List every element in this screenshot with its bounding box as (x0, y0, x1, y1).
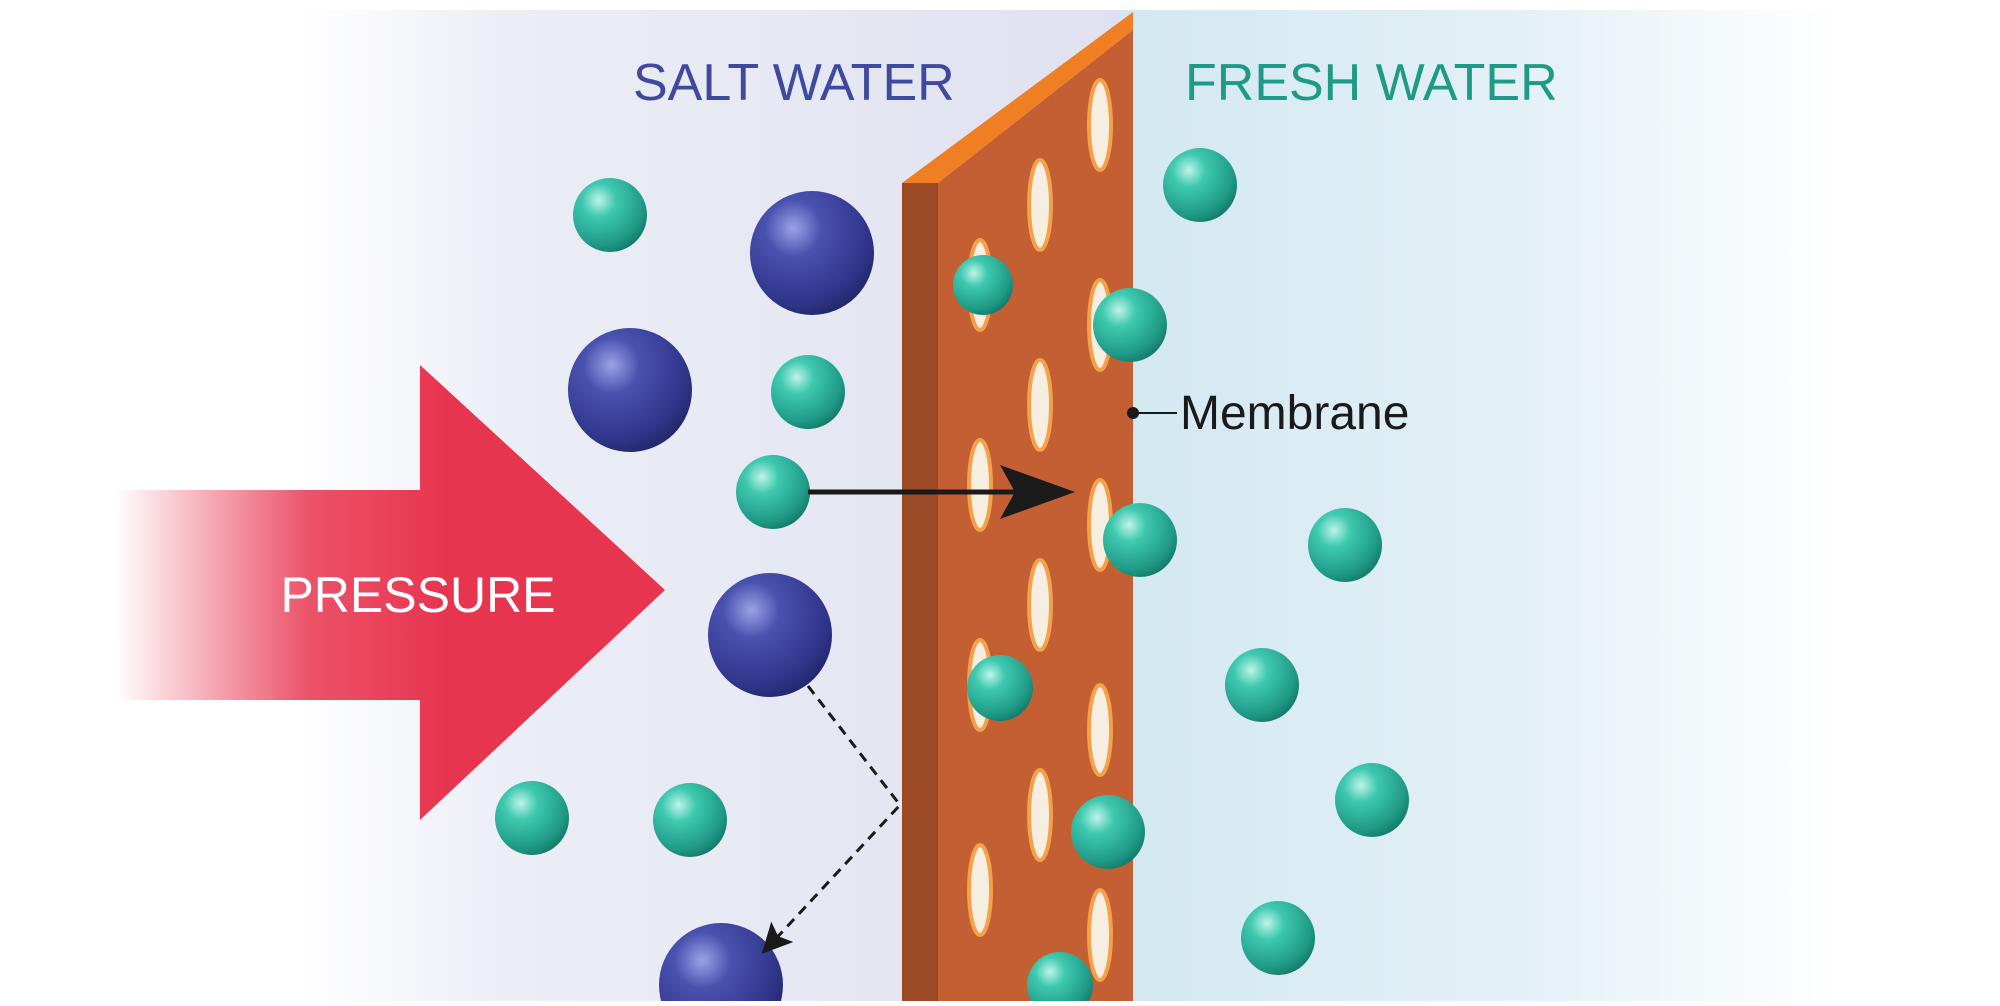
water-molecule (1163, 148, 1237, 222)
fresh-side-water-molecules (1071, 148, 1409, 975)
membrane-callout (1127, 407, 1177, 419)
water-molecule (1071, 795, 1145, 869)
water-flow-arrow (808, 465, 1075, 519)
water-molecule (1103, 503, 1177, 577)
water-molecule (1335, 763, 1409, 837)
salt-ions (568, 191, 874, 1006)
fresh-water-zone (1120, 10, 1840, 1001)
rejected-ion-path (761, 685, 902, 954)
water-molecule (771, 355, 845, 429)
membrane-label: Membrane (1180, 387, 1409, 440)
pressure-arrow (115, 365, 665, 820)
water-molecule (495, 781, 569, 855)
water-molecule (1241, 901, 1315, 975)
pressure-label: PRESSURE (280, 567, 555, 623)
water-molecule (736, 455, 810, 529)
water-molecule (1093, 288, 1167, 362)
water-molecule (573, 178, 647, 252)
salt-side-water-molecules (495, 178, 845, 857)
membrane (902, 12, 1133, 1006)
salt-ion (568, 328, 692, 452)
salt-ion (659, 923, 783, 1006)
water-molecule (653, 783, 727, 857)
water-molecule (1308, 508, 1382, 582)
membrane-top-edge (902, 12, 1133, 183)
water-molecule (1225, 648, 1299, 722)
salt-water-label: SALT WATER (633, 54, 955, 112)
water-molecule-in-pore (1027, 952, 1093, 1006)
water-molecule-in-pore (953, 255, 1013, 315)
fresh-water-label: FRESH WATER (1185, 54, 1558, 112)
salt-ion (750, 191, 874, 315)
membrane-side (902, 183, 938, 1001)
salt-ion (708, 573, 832, 697)
water-molecule-in-pore (967, 655, 1033, 721)
